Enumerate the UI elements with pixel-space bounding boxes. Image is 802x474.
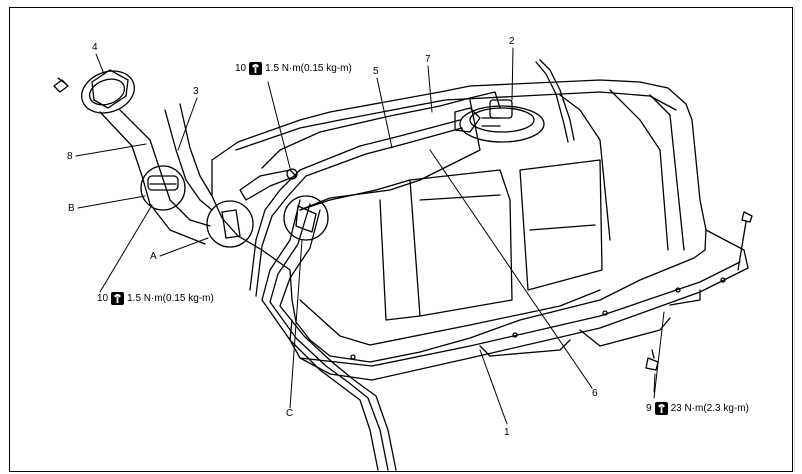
torque-wrench-icon	[654, 402, 668, 415]
callout-a: A	[150, 251, 157, 262]
torque-wrench-icon	[249, 62, 263, 75]
leader-lines	[75, 47, 665, 425]
detail-circle-c	[283, 195, 329, 241]
torque-spec-10-top: 10 1.5 N·m(0.15 kg-m)	[235, 62, 352, 75]
torque-spec-10-left: 10 1.5 N·m(0.15 kg-m)	[97, 292, 214, 305]
torque-part-number: 9	[646, 402, 652, 414]
mounting-bolts	[645, 211, 753, 371]
callout-6: 6	[592, 388, 598, 399]
callout-1: 1	[504, 427, 510, 438]
torque-part-number: 10	[97, 292, 109, 304]
fuel-lines	[249, 59, 575, 471]
callout-7: 7	[425, 54, 431, 65]
callout-8: 8	[67, 151, 73, 162]
detail-circle-a	[206, 200, 254, 248]
filler-cap	[53, 69, 129, 109]
torque-value: 1.5 N·m(0.15 kg-m)	[127, 292, 214, 304]
callout-2: 2	[509, 36, 515, 47]
fuel-pump	[454, 99, 545, 143]
callout-b: B	[68, 203, 75, 214]
callout-c: C	[286, 408, 294, 419]
callout-5: 5	[373, 66, 379, 77]
torque-wrench-icon	[111, 292, 125, 305]
diagram-frame	[9, 7, 793, 472]
torque-value: 23 N·m(2.3 kg-m)	[670, 402, 749, 414]
torque-spec-9: 9 23 N·m(2.3 kg-m)	[646, 402, 749, 415]
torque-value: 1.5 N·m(0.15 kg-m)	[265, 62, 352, 74]
detail-circle-b	[140, 165, 186, 211]
callout-4: 4	[92, 42, 98, 53]
torque-part-number: 10	[235, 62, 247, 74]
page-edge	[794, 7, 802, 472]
filler-neck	[81, 70, 213, 245]
callout-3: 3	[193, 86, 199, 97]
